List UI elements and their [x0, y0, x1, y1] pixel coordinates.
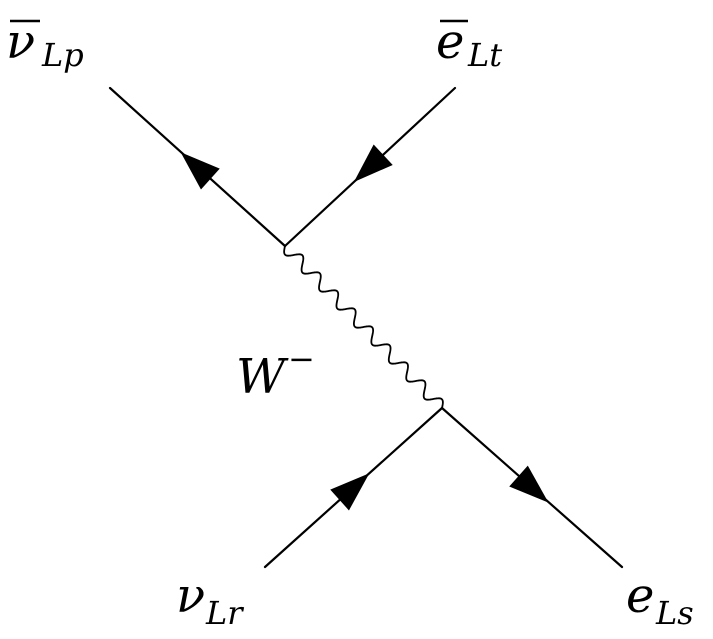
arrow-icon-top-left	[180, 152, 220, 190]
label-bottom-right-symbol: e	[626, 568, 654, 624]
label-bottom-left-symbol: ν	[176, 568, 205, 624]
label-w-boson: W −	[236, 340, 315, 405]
label-w-boson-symbol: W	[236, 349, 289, 405]
label-top-left: ν Lp	[6, 14, 84, 74]
w-boson-propagator	[283, 245, 444, 409]
label-top-right: e Lt	[436, 14, 502, 74]
label-top-left-subscript: Lp	[41, 36, 84, 74]
label-bottom-left-subscript: Lr	[205, 594, 244, 632]
label-bottom-left: ν Lr	[176, 568, 244, 632]
arrow-icon-top-right	[353, 144, 393, 182]
arrow-icon-bottom-right	[509, 465, 549, 503]
label-bottom-right-subscript: Ls	[655, 594, 694, 632]
label-top-right-subscript: Lt	[467, 36, 502, 74]
label-top-right-symbol: e	[436, 14, 464, 70]
label-w-boson-superscript: −	[288, 340, 315, 378]
label-top-left-symbol: ν	[6, 14, 35, 70]
arrow-icon-bottom-left	[330, 473, 370, 511]
label-bottom-right: e Ls	[626, 568, 694, 632]
